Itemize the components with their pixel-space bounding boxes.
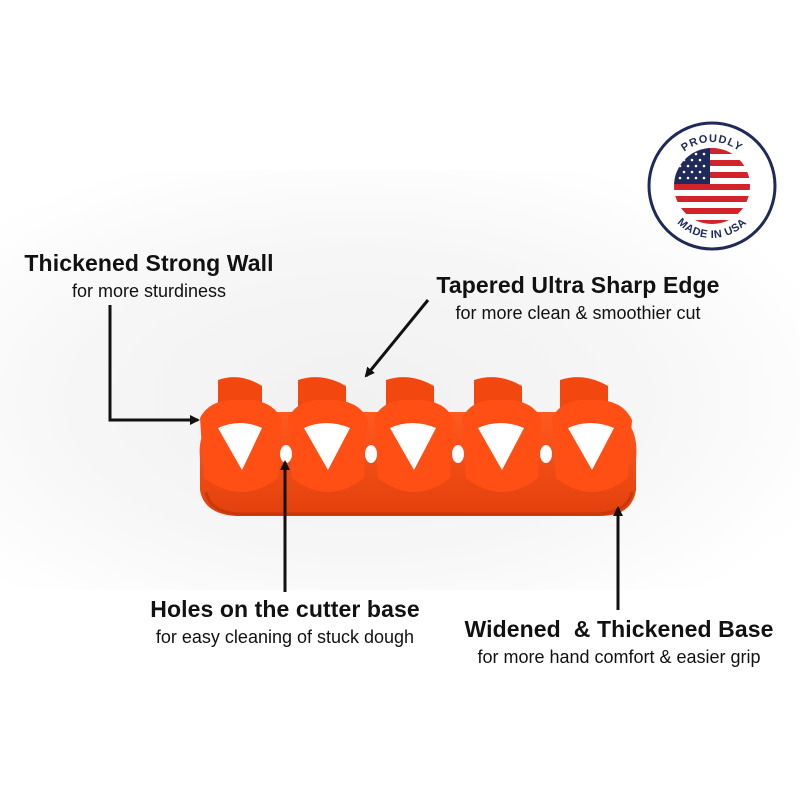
cutter-1 <box>200 377 282 492</box>
arrow-edge <box>364 299 430 378</box>
callout-edge-title: Tapered Ultra Sharp Edge <box>436 272 720 298</box>
callout-holes: Holes on the cutter base for easy cleani… <box>132 596 438 648</box>
callout-wall-title: Thickened Strong Wall <box>24 250 274 276</box>
arrow-wall <box>108 305 200 425</box>
made-in-usa-badge: PROUDLY MADE IN USA <box>646 120 778 252</box>
callout-edge: Tapered Ultra Sharp Edge for more clean … <box>428 272 728 324</box>
callout-base: Widened & Thickened Base for more hand c… <box>452 616 786 668</box>
callout-wall: Thickened Strong Wall for more sturdines… <box>18 250 280 302</box>
callout-holes-subtitle: for easy cleaning of stuck dough <box>155 627 415 647</box>
callout-edge-subtitle: for more clean & smoothier cut <box>455 303 701 323</box>
callout-base-title: Widened & Thickened Base <box>464 616 774 642</box>
base-holes <box>280 445 552 463</box>
usa-flag-icon <box>674 148 750 224</box>
cutter-3 <box>374 377 454 492</box>
cutter-4 <box>462 377 542 492</box>
callout-base-subtitle: for more hand comfort & easier grip <box>477 647 761 667</box>
cutter-2 <box>288 377 368 492</box>
cutter-5 <box>552 377 632 492</box>
callout-wall-subtitle: for more sturdiness <box>71 281 227 301</box>
callout-holes-title: Holes on the cutter base <box>150 596 420 622</box>
